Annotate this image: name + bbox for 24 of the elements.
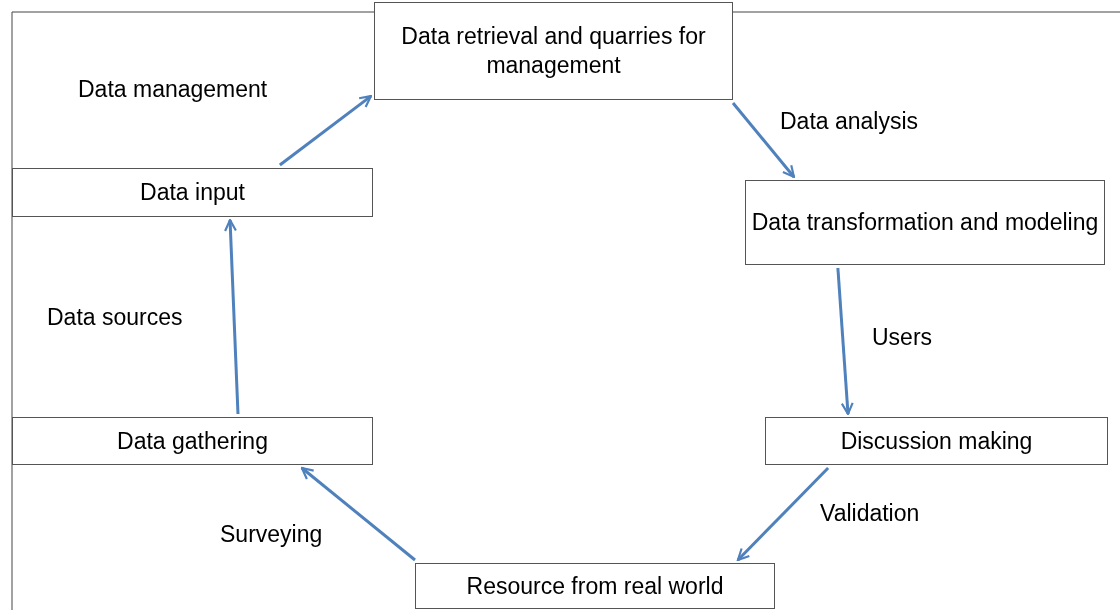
process-box xyxy=(12,168,373,217)
box-label: Data transformation and modeling xyxy=(751,208,1099,237)
process-box xyxy=(765,417,1108,465)
process-box xyxy=(745,180,1105,265)
edge-label: Users xyxy=(872,324,933,351)
box-label: Resource from real world xyxy=(466,571,724,601)
process-box xyxy=(12,417,373,465)
arrow xyxy=(278,94,373,167)
box-label: Data retrieval and quarries for management xyxy=(400,22,707,80)
box-label: Data gathering xyxy=(117,426,268,456)
edge-label: Validation xyxy=(820,500,920,527)
arrow xyxy=(736,466,830,562)
box-label: Data input xyxy=(140,178,245,207)
edge-label: Data management xyxy=(78,76,268,103)
edge-label: Data sources xyxy=(47,304,183,331)
process-box xyxy=(374,2,733,100)
arrow xyxy=(731,102,796,179)
arrow xyxy=(836,267,854,416)
arrow xyxy=(300,466,416,562)
box-label: Discussion making xyxy=(840,426,1033,456)
edge-label: Surveying xyxy=(220,521,323,548)
edge-label: Data analysis xyxy=(780,108,919,135)
arrow xyxy=(224,218,240,415)
process-box xyxy=(415,563,775,609)
